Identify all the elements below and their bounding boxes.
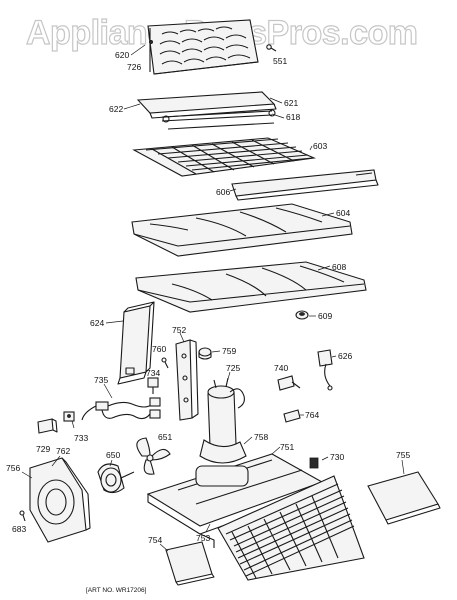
callout-725: 725 (226, 363, 240, 373)
deflector-622-part (136, 91, 277, 119)
callout-758: 758 (254, 432, 268, 442)
callout-626: 626 (338, 351, 352, 361)
callout-754: 754 (148, 535, 162, 545)
callout-726: 726 (127, 62, 141, 72)
callout-730: 730 (330, 452, 344, 462)
callout-756: 756 (6, 463, 20, 473)
callout-624: 624 (90, 318, 104, 328)
callout-618: 618 (286, 112, 300, 122)
callout-603: 603 (313, 141, 327, 151)
relay-734-part (147, 377, 159, 394)
drain-trough-606-part (231, 169, 379, 201)
screw-683-part (19, 510, 26, 522)
callout-753: 753 (196, 533, 210, 543)
callout-762: 762 (56, 446, 70, 456)
callout-740: 740 (274, 363, 288, 373)
mounting-bracket-752-part (175, 339, 199, 421)
cover-panel-754-part (165, 541, 215, 586)
clip-764-part (283, 409, 301, 423)
evaporator-grid-603-part (132, 137, 317, 177)
wiring-harness-735-part (81, 397, 161, 421)
condenser-coil-730-part (217, 457, 365, 581)
callout-760: 760 (152, 344, 166, 354)
callout-735: 735 (94, 375, 108, 385)
evaporator-shelf-604-part (131, 203, 353, 257)
fan-shroud-756-part (29, 457, 91, 543)
callout-651: 651 (158, 432, 172, 442)
screw-760-part (161, 357, 169, 369)
air-duct-624-part (117, 301, 155, 385)
screw-551-part (266, 44, 277, 52)
callout-622: 622 (109, 104, 123, 114)
base-panel-753-part (199, 533, 215, 548)
callout-650: 650 (106, 450, 120, 460)
callout-729: 729 (36, 444, 50, 454)
callout-608: 608 (332, 262, 346, 272)
callout-606: 606 (216, 187, 230, 197)
art-number: [ART NO. WR17206] (86, 587, 147, 594)
callout-733: 733 (74, 433, 88, 443)
cover-panel-755-part (367, 471, 441, 525)
evaporator-cover-part (147, 19, 259, 75)
compressor-725-part (199, 377, 247, 464)
callout-755: 755 (396, 450, 410, 460)
fan-blade-651-part (136, 437, 171, 475)
callout-764: 764 (305, 410, 319, 420)
evaporator-shelf-608-part (135, 261, 367, 313)
fan-motor-650-part (97, 463, 135, 494)
callout-620: 620 (115, 50, 129, 60)
callout-551: 551 (273, 56, 287, 66)
heater-618-part (161, 109, 276, 130)
relay-cover-729-part (37, 418, 58, 434)
thermostat-626-part (317, 349, 333, 391)
callout-683: 683 (12, 524, 26, 534)
callout-759: 759 (222, 346, 236, 356)
callout-604: 604 (336, 208, 350, 218)
callout-621: 621 (284, 98, 298, 108)
cap-759-part (198, 347, 212, 360)
clip-740-part (277, 375, 301, 391)
callout-734: 734 (146, 368, 160, 378)
grommet-609-part (295, 310, 309, 320)
callout-609: 609 (318, 311, 332, 321)
callout-752: 752 (172, 325, 186, 335)
plug-733-part (63, 411, 75, 422)
callout-751: 751 (280, 442, 294, 452)
